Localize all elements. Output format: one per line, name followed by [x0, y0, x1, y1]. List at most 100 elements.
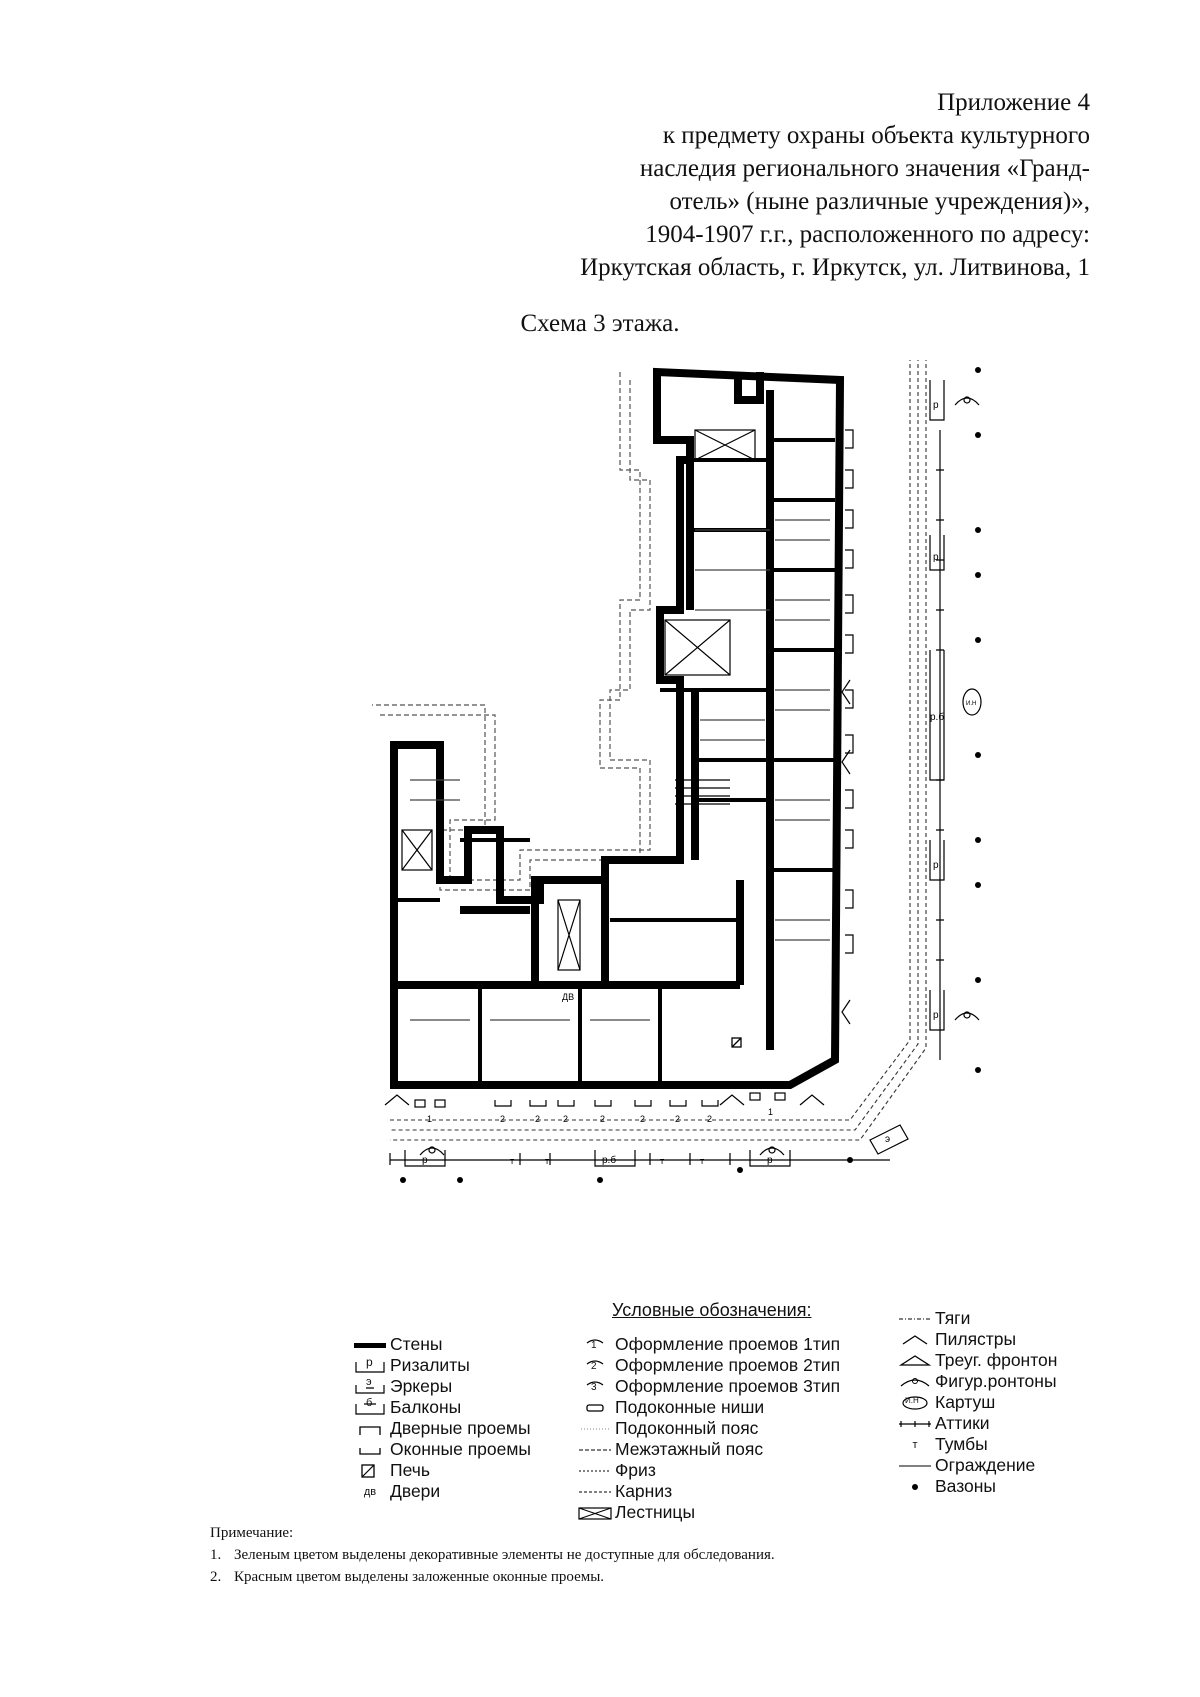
- legend-item: 2 Оформление проемов 2тип: [575, 1355, 840, 1376]
- type2-code: 2: [591, 1360, 597, 1372]
- legend-label: Ризалиты: [390, 1355, 470, 1375]
- legend-item: э Эркеры: [350, 1376, 531, 1397]
- vase-icon: [895, 1478, 935, 1496]
- risalit-code: р: [366, 1354, 373, 1369]
- legend-title: Условные обозначения:: [612, 1300, 812, 1320]
- type2-label: 2: [500, 1114, 505, 1124]
- dashed-outline: [372, 372, 651, 891]
- pillar-label: т: [700, 1156, 704, 1166]
- figured-pediment-icon: [419, 396, 980, 1156]
- type1-code: 1: [591, 1339, 597, 1351]
- legend-item: Карниз: [575, 1481, 840, 1502]
- notes-title: Примечание:: [210, 1525, 294, 1541]
- floor-belt-icon: [575, 1441, 615, 1459]
- legend-item: дв Двери: [350, 1481, 531, 1502]
- risalit-label: р: [933, 400, 939, 411]
- type2-label: 2: [563, 1114, 568, 1124]
- opening-type2-icon: 2: [575, 1357, 615, 1375]
- legend-label: Карниз: [615, 1481, 673, 1501]
- pedestal-code: т: [912, 1438, 918, 1451]
- legend-label: Печь: [390, 1460, 430, 1480]
- balcony-icon: б: [350, 1397, 390, 1417]
- risalit-label: р: [422, 1155, 428, 1166]
- cartouche-icon: И.Н: [895, 1394, 935, 1412]
- legend-item: Тяги: [895, 1308, 1057, 1329]
- opening-type1-icon: 1: [575, 1336, 615, 1354]
- legend-label: Балконы: [390, 1397, 462, 1417]
- risalit-icon: р: [350, 1354, 390, 1375]
- note-item: 2. Красным цветом выделены заложенные ок…: [210, 1566, 775, 1588]
- legend-item: Вазоны: [895, 1476, 1057, 1497]
- header-line: Иркутская область, г. Иркутск, ул. Литви…: [580, 254, 1090, 281]
- cartouche-label: И.Н: [966, 701, 976, 707]
- inner-walls: [394, 438, 835, 1085]
- stairs: [401, 429, 756, 971]
- legend-label: Треуг. фронтон: [935, 1350, 1058, 1370]
- type2-label: 2: [675, 1114, 680, 1124]
- door-opening-icon: [350, 1420, 390, 1438]
- legend-item: т Тумбы: [895, 1434, 1057, 1455]
- legend-column-2: 1 Оформление проемов 1тип 2 Оформление п…: [575, 1334, 840, 1523]
- notes: Примечание: 1. Зеленым цветом выделены д…: [210, 1522, 775, 1588]
- legend-label: Фриз: [615, 1460, 656, 1480]
- cornice-icon: [575, 1483, 615, 1501]
- legend-item: Ограждение: [895, 1455, 1057, 1476]
- legend-item: Лестницы: [575, 1502, 840, 1523]
- window-belt-icon: [575, 1420, 615, 1438]
- stove-icon: [350, 1462, 390, 1480]
- pillar-label: т: [660, 1156, 664, 1166]
- legend-label: Тяги: [935, 1308, 971, 1328]
- legend-label: Двери: [390, 1481, 441, 1501]
- risalit-marks-right: [929, 380, 945, 1031]
- legend-label: Подоконные ниши: [615, 1397, 765, 1417]
- legend-label: Оформление проемов 3тип: [615, 1376, 841, 1396]
- legend-label: Фигур.ронтоны: [935, 1371, 1057, 1391]
- legend-item: Оконные проемы: [350, 1439, 531, 1460]
- legend-item: Печь: [350, 1460, 531, 1481]
- header-line: 1904-1907 г.г., расположенного по адресу…: [645, 221, 1090, 248]
- type2-label: 2: [600, 1114, 605, 1124]
- figured-pediment-icon: [895, 1373, 935, 1391]
- legend-label: Картуш: [935, 1392, 996, 1412]
- note-number: 1.: [210, 1547, 222, 1563]
- legend-item: 1 Оформление проемов 1тип: [575, 1334, 840, 1355]
- cartouche-icon: И.Н: [962, 688, 982, 716]
- header-line: наследия регионального значения «Гранд-: [639, 155, 1090, 182]
- legend-item: Подоконные ниши: [575, 1397, 840, 1418]
- walls: [390, 367, 845, 1089]
- partitions: [410, 519, 830, 1021]
- erker-icon: э: [350, 1376, 390, 1396]
- risalit-balcony-label: р.б: [930, 711, 944, 723]
- risalit-label: р: [933, 1010, 939, 1021]
- legend-label: Ограждение: [935, 1455, 1036, 1475]
- fence-icon: [895, 1457, 935, 1475]
- legend-label: Оконные проемы: [390, 1439, 531, 1459]
- legend-column-3: Тяги Пилястры Треуг. фронтон Фигур.ронто…: [895, 1308, 1057, 1497]
- type2-label: 2: [535, 1114, 540, 1124]
- legend-item: Дверные проемы: [350, 1418, 531, 1439]
- triangular-pediment-icon: [895, 1352, 935, 1370]
- pillar-label: т: [510, 1156, 514, 1166]
- risalit-balcony-label: р.б: [602, 1154, 616, 1166]
- legend-item: Треуг. фронтон: [895, 1350, 1057, 1371]
- risalit-label: р: [933, 552, 939, 563]
- vase-icons: [400, 367, 981, 1183]
- type1-label: 1: [768, 1107, 773, 1117]
- erker-label: э: [885, 1134, 890, 1145]
- facade-marks-right: [841, 429, 941, 1060]
- pilaster-icon: [895, 1331, 935, 1349]
- legend-label: Тумбы: [935, 1434, 988, 1454]
- risalit-label: р: [933, 860, 939, 871]
- note-number: 2.: [210, 1569, 222, 1585]
- floor-plan: ДВ р р р р р.б И.Н: [372, 360, 982, 1183]
- wall-icon: [350, 1336, 390, 1354]
- type1-label: 1: [427, 1114, 432, 1124]
- pedestal-icon: т: [895, 1436, 935, 1454]
- legend-item: Фигур.ронтоны: [895, 1371, 1057, 1392]
- legend-item: Пилястры: [895, 1329, 1057, 1350]
- legend-item: Межэтажный пояс: [575, 1439, 840, 1460]
- header-line: Приложение 4: [937, 89, 1090, 116]
- rods-icon: [895, 1310, 935, 1328]
- legend-label: Вазоны: [935, 1476, 997, 1496]
- door-code: дв: [363, 1485, 377, 1498]
